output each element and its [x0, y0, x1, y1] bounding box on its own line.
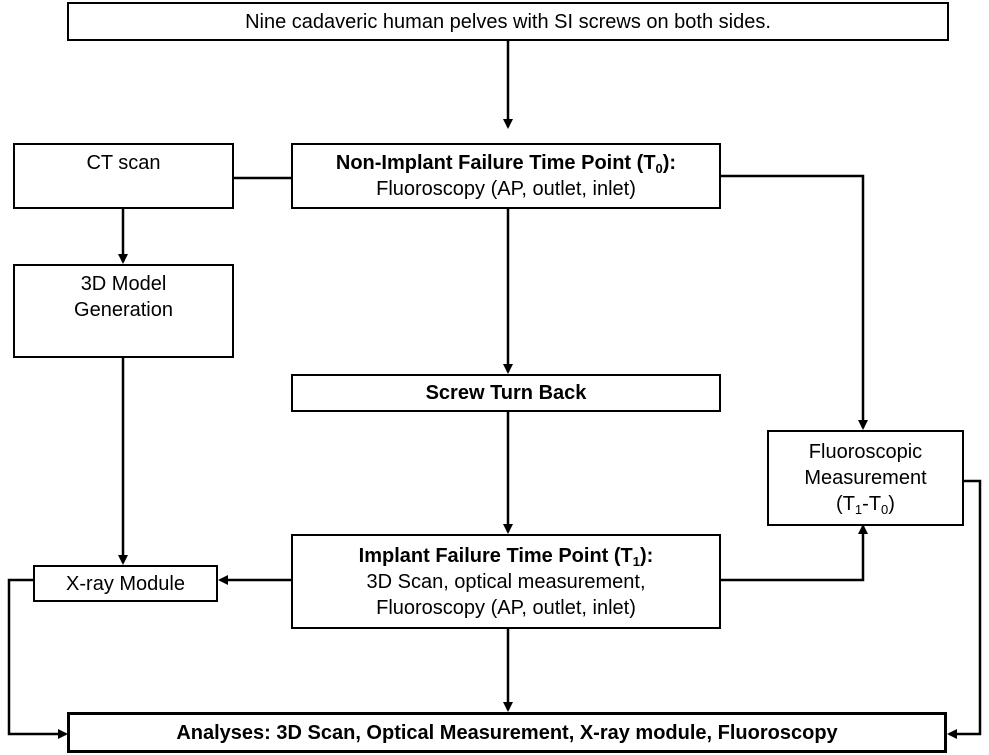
x-ray-module-box: X-ray Module	[33, 565, 218, 602]
arrow-fluoro-measurement-to-analyses	[947, 479, 982, 739]
analyses-box: Analyses: 3D Scan, Optical Measurement, …	[67, 712, 947, 753]
fluoro-meas-line1: Fluoroscopic	[808, 441, 923, 463]
ct-scan-box: CT scan	[13, 143, 234, 209]
fluoro-meas-line3: (T1-T0)	[836, 493, 895, 517]
t0-title: Non-Implant Failure Time Point (T0):	[335, 152, 677, 176]
t0-box: Non-Implant Failure Time Point (T0): Flu…	[291, 143, 721, 209]
3d-model-box: 3D Model Generation	[13, 264, 234, 358]
fluoro-meas-line2: Measurement	[804, 467, 927, 489]
x-ray-module-label: X-ray Module	[66, 572, 185, 595]
t0-detail: Fluoroscopy (AP, outlet, inlet)	[376, 178, 636, 200]
arrow-xray-to-analyses	[7, 578, 68, 739]
arrow-t1-to-fluoro-measurement	[721, 524, 868, 582]
t1-detail-line1: 3D Scan, optical measurement,	[366, 570, 646, 593]
3d-model-line2: Generation	[74, 299, 173, 321]
t1-detail-line2: Fluoroscopy (AP, outlet, inlet)	[376, 596, 636, 619]
start-text: Nine cadaveric human pelves with SI scre…	[245, 10, 771, 33]
ct-scan-label: CT scan	[86, 152, 161, 174]
analyses-label: Analyses: 3D Scan, Optical Measurement, …	[176, 721, 838, 744]
start-box: Nine cadaveric human pelves with SI scre…	[67, 2, 949, 41]
t1-title: Implant Failure Time Point (T1):	[358, 544, 654, 569]
3d-model-line1: 3D Model	[80, 273, 167, 295]
screw-turn-back-box: Screw Turn Back	[291, 374, 721, 412]
screw-turn-back-label: Screw Turn Back	[425, 382, 587, 404]
t1-box: Implant Failure Time Point (T1): 3D Scan…	[291, 534, 721, 629]
arrow-t0-to-fluoro-measurement	[721, 174, 868, 430]
fluoroscopic-measurement-box: Fluoroscopic Measurement (T1-T0)	[767, 430, 964, 526]
